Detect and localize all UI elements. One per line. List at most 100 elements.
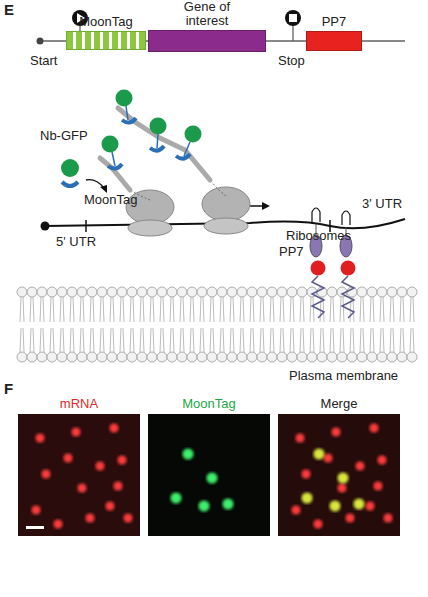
lipid-tail (40, 297, 41, 322)
moontag-spot (302, 493, 313, 504)
lipid-tail (273, 297, 274, 322)
panel-letter: E (4, 2, 14, 17)
mrna-spot (296, 434, 305, 443)
stop-icon (285, 10, 301, 26)
lipid-tail (323, 328, 324, 352)
plasma-membrane (17, 287, 417, 362)
moontag-label: MoonTag (84, 192, 137, 207)
lipid-tail (263, 297, 264, 322)
binding-arrowhead (100, 185, 107, 193)
lipid-tail (353, 328, 354, 352)
lipid-tail (173, 328, 174, 352)
lipid-tail (230, 297, 231, 322)
lipid-tail (110, 328, 111, 352)
mrna-spot (302, 470, 311, 479)
lipid-head (37, 287, 47, 297)
lipid-head (277, 352, 287, 362)
lipid-head (127, 352, 137, 362)
lipid-tail (133, 328, 134, 352)
lipid-tail (340, 297, 341, 322)
lipid-head (247, 287, 257, 297)
lipid-tail (393, 328, 394, 352)
ribosome (202, 187, 250, 221)
lipid-tail (310, 297, 311, 322)
lipid-tail (280, 297, 281, 322)
lipid-head (137, 352, 147, 362)
lipid-tail (113, 297, 114, 322)
lipid-head (387, 287, 397, 297)
lipid-head (357, 352, 367, 362)
lipid-head (17, 352, 27, 362)
mrna-spot (36, 434, 45, 443)
lipid-tail (330, 328, 331, 352)
lipid-head (167, 287, 177, 297)
lipid-head (47, 352, 57, 362)
mrna-spot (64, 454, 73, 463)
node-label: Merge (278, 397, 400, 411)
lipid-tail (60, 297, 61, 322)
gfp (61, 159, 79, 177)
lipid-tail (153, 297, 154, 322)
lipid-head (217, 352, 227, 362)
lipid-tail (30, 328, 31, 352)
lipid-tail (110, 297, 111, 322)
lipid-tail (400, 297, 401, 322)
lipid-tail (83, 328, 84, 352)
lipid-head (127, 287, 137, 297)
lipid-tail (100, 328, 101, 352)
mrna-spot (374, 482, 383, 491)
node-label: mRNA (18, 397, 140, 411)
lipid-tail (243, 328, 244, 352)
lipid-tail (233, 297, 234, 322)
lipid-tail (220, 328, 221, 352)
lipid-head (277, 287, 287, 297)
mrna-spot (338, 484, 347, 493)
lipid-head (307, 352, 317, 362)
lipid-head (367, 352, 377, 362)
utr-label: 3' UTR (362, 196, 402, 211)
lipid-tail (103, 328, 104, 352)
lipid-tail (53, 328, 54, 352)
mrna-spot (366, 502, 375, 511)
lipid-head (27, 287, 37, 297)
lipid-tail (193, 328, 194, 352)
lipid-tail (413, 328, 414, 352)
lipid-head (207, 287, 217, 297)
lipid-head (27, 352, 37, 362)
lipid-tail (363, 297, 364, 322)
lipid-tail (113, 328, 114, 352)
lipid-tail (133, 297, 134, 322)
lipid-head (287, 352, 297, 362)
lipid-tail (163, 297, 164, 322)
utr-tick (85, 220, 87, 232)
lipid-tail (313, 328, 314, 352)
lipid-head (187, 352, 197, 362)
mrna-spot (124, 514, 133, 523)
mrna-spot (384, 514, 393, 523)
lipid-tail (250, 297, 251, 322)
mrna-spot (42, 470, 51, 479)
lipid-tail (163, 328, 164, 352)
lipid-tail (360, 328, 361, 352)
nb-gfp-label: Nb-GFP (40, 128, 88, 143)
lipid-tail (333, 328, 334, 352)
lipid-head (367, 287, 377, 297)
lipid-head (67, 287, 77, 297)
moontag-spot (354, 499, 365, 510)
nascent-chain (118, 108, 210, 180)
moontag-spot (314, 449, 325, 460)
lipid-tail (213, 328, 214, 352)
lipid-tail (150, 297, 151, 322)
lipid-tail (320, 328, 321, 352)
lipid-tail (200, 297, 201, 322)
lipid-tail (20, 297, 21, 322)
start-label: Start (30, 53, 57, 68)
lipid-head (227, 352, 237, 362)
lipid-tail (93, 328, 94, 352)
lipid-tail (180, 328, 181, 352)
moontag-spot (199, 501, 210, 512)
lipid-head (317, 352, 327, 362)
lipid-tail (300, 297, 301, 322)
lipid-tail (380, 328, 381, 352)
mrna-spot (370, 424, 379, 433)
